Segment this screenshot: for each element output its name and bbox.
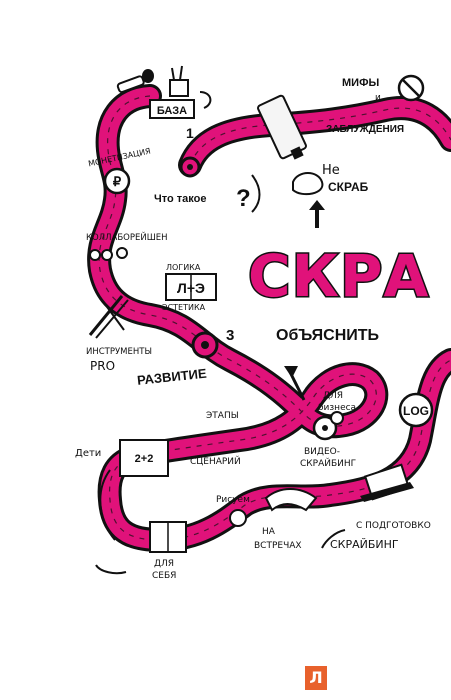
paint-blob-icon	[292, 172, 324, 196]
label-instrumenty: ИНСТРУМЕНТЫ	[86, 347, 152, 357]
label-vstrechah: ВСТРЕЧАХ	[254, 541, 302, 551]
rupee-coin-icon: ₽	[103, 167, 131, 195]
label-pro: PRO	[90, 359, 115, 373]
knot-icon	[89, 247, 128, 261]
up-arrow-icon	[309, 200, 325, 228]
label-logo: LOG	[403, 404, 429, 418]
label-dlya-sebya-1: ДЛЯ	[154, 559, 174, 569]
question-mark-icon: ?	[236, 185, 251, 212]
label-video-2: СКРАЙБИНГ	[300, 457, 356, 469]
label-skrab: СКРАБ	[328, 180, 369, 194]
book-icon	[149, 521, 187, 553]
label-estetika: ЭСТЕТИКА	[162, 303, 206, 312]
label-kollaboreishen: КОЛЛАБОРЕЙШЕН	[86, 231, 168, 243]
label-i: и	[375, 93, 381, 103]
label-zabluzhdeniya: ЗАБЛУЖДЕНИЯ	[326, 124, 404, 135]
pencil-cup-icon	[169, 65, 189, 97]
main-title-big: СКРА	[248, 242, 429, 310]
label-number-1: 1	[186, 125, 194, 141]
logic-aesthetic-box-icon	[165, 273, 217, 301]
publisher-corner-mark: Л	[305, 666, 327, 690]
label-s-podgotovkoi: С ПОДГОТОВКО	[356, 521, 431, 531]
label-logika: ЛОГИКА	[166, 263, 201, 272]
label-l-e: Л+Э	[177, 280, 205, 296]
label-two-plus-two: 2+2	[135, 453, 154, 465]
two-plus-two-card-icon	[119, 439, 169, 477]
svg-text:₽: ₽	[113, 174, 122, 189]
stop-marker-3-dot	[201, 341, 209, 349]
label-dlya-sebya-2: СЕБЯ	[152, 571, 176, 581]
pencils-icon	[88, 295, 129, 339]
label-etapy: ЭТАПЫ	[206, 411, 239, 421]
label-razvitie: РАЗВИТИЕ	[136, 366, 207, 388]
curved-arrow-icons	[95, 91, 346, 575]
road-center-dashes	[98, 95, 451, 541]
baza-label-box	[149, 99, 195, 119]
label-risuem: Рисуем	[216, 495, 250, 505]
microphone-icon	[116, 69, 154, 94]
road-top-branch-dashes	[189, 107, 451, 166]
label-obyasnit: ОбЪЯСНИТЬ	[276, 327, 379, 344]
label-mify: МИФЫ	[342, 77, 379, 89]
road-top-branch-fill	[181, 99, 451, 174]
handshake-icon	[264, 488, 318, 512]
label-video-1: ВИДЕО-	[304, 447, 340, 457]
stop-marker-risuem	[229, 509, 247, 527]
label-baza: БАЗА	[157, 105, 187, 117]
label-chto-takoe: Что такое	[154, 193, 206, 205]
laptop-icon	[360, 463, 414, 502]
label-na: НА	[262, 527, 276, 537]
label-number-3: 3	[226, 327, 234, 344]
label-deti: Дети	[75, 448, 101, 459]
label-ne: Не	[322, 163, 340, 178]
label-skraibing: СКРАЙБИНГ	[330, 538, 399, 551]
logo-badge-icon	[398, 392, 434, 428]
stop-marker-1-dot	[187, 164, 193, 170]
film-reel-icon	[312, 411, 344, 441]
dart-icon	[284, 366, 306, 401]
label-dlya-biznesa-1: ДЛЯ	[323, 391, 343, 401]
tube-icon	[257, 94, 307, 160]
no-sign-icon	[397, 74, 425, 102]
label-dlya-biznesa-2: бизнеса	[318, 403, 356, 413]
label-scenarii: СЦЕНАРИЙ	[190, 455, 241, 467]
